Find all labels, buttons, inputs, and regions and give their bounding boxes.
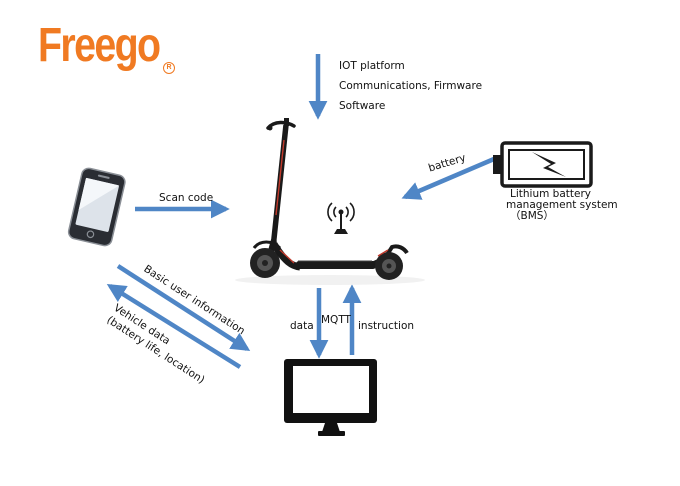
smartphone-icon <box>67 167 126 247</box>
registered-mark: R <box>163 62 175 74</box>
arrows <box>106 54 495 369</box>
bms-line2-label: management system <box>506 199 618 211</box>
vehicle-data-arrow <box>106 284 242 369</box>
antenna-icon <box>327 202 355 234</box>
electric-scooter-icon <box>235 118 425 285</box>
iot-platform-label: IOT platform <box>339 60 405 72</box>
freego-logo: Freego <box>38 19 161 72</box>
software-label: Software <box>339 100 386 112</box>
battery-lightning-icon <box>493 141 593 188</box>
instruction-label: instruction <box>358 320 415 332</box>
data-label: data <box>290 320 314 332</box>
monitor-icon <box>284 359 377 436</box>
user-info-arrow <box>116 264 251 352</box>
battery-arrow <box>401 156 495 200</box>
scan-code-label: Scan code <box>159 192 214 204</box>
communications-firmware-label: Communications, Firmware <box>339 80 483 92</box>
bms-line1-label: Lithium battery <box>510 188 592 200</box>
bms-line3-label: （BMS） <box>510 210 554 222</box>
mqtt-label: MQTT <box>321 314 351 326</box>
